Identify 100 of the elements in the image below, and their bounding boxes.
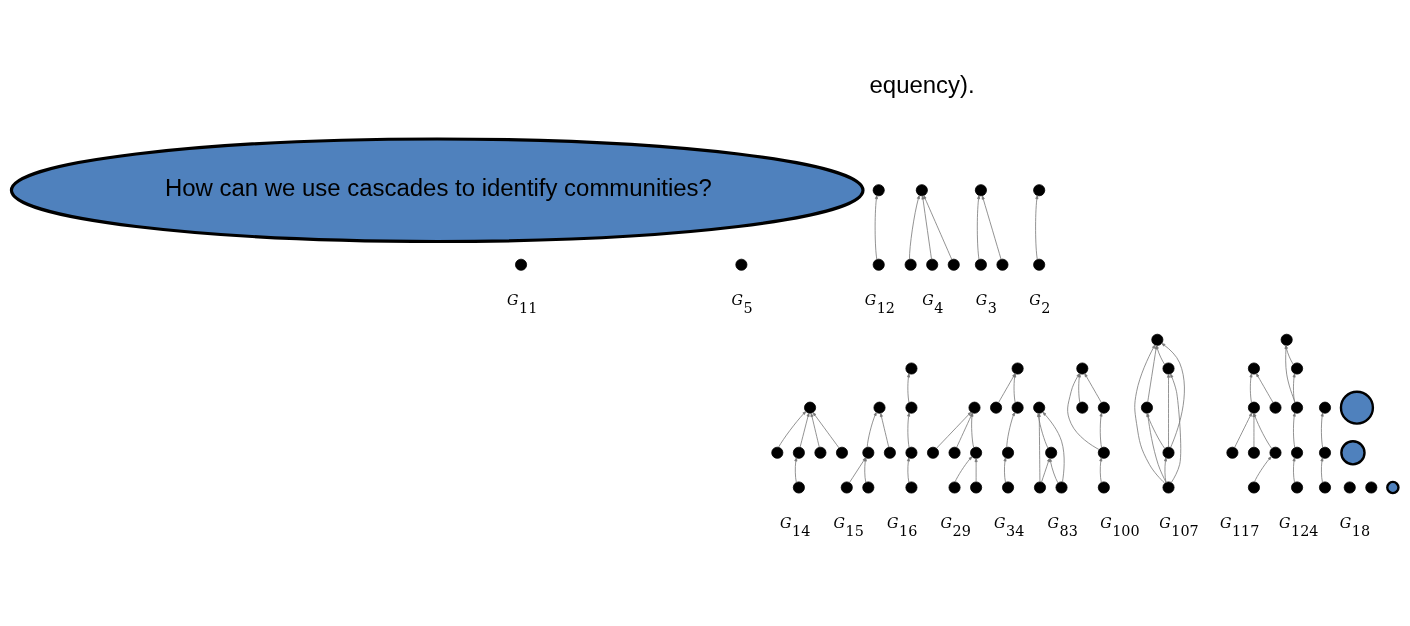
arrow <box>1099 412 1103 448</box>
arrow <box>906 456 910 483</box>
node-circle <box>883 446 896 459</box>
node-circle <box>974 258 987 271</box>
arrow <box>1254 455 1272 482</box>
node-circle <box>1386 480 1400 494</box>
arrow <box>954 455 973 482</box>
arrow <box>1003 456 1007 483</box>
arrow <box>1167 373 1171 447</box>
node-circle <box>915 183 928 196</box>
arrow <box>1035 194 1039 260</box>
node-ellipse: How can we use cascades to identify communities? <box>9 136 865 243</box>
arrow <box>1170 373 1182 483</box>
node-circle <box>771 446 784 459</box>
node-circle <box>1291 362 1304 374</box>
arrow <box>810 412 820 447</box>
arrow <box>1320 412 1324 448</box>
node-circle <box>996 258 1009 271</box>
node-circle <box>1247 362 1260 374</box>
node-circle <box>1291 446 1304 459</box>
node-circle <box>1340 439 1366 466</box>
node-circle <box>1033 183 1046 196</box>
arrow <box>879 412 890 447</box>
node-circle <box>862 481 875 493</box>
arrow <box>1146 412 1167 483</box>
node-circle <box>1162 446 1175 459</box>
node-circle <box>974 183 987 196</box>
arrow <box>874 194 878 260</box>
node-circle <box>1247 481 1260 493</box>
arrow <box>1292 412 1296 448</box>
node-circle <box>1365 481 1378 493</box>
node-circle <box>1319 481 1331 493</box>
arrow <box>778 410 807 447</box>
node-circle <box>872 183 885 196</box>
node-circle <box>1011 362 1024 374</box>
arrow <box>1084 372 1102 403</box>
arrow <box>866 411 877 447</box>
node-circle <box>947 258 960 271</box>
arrow <box>976 194 981 260</box>
node-circle <box>905 446 918 459</box>
node-circle <box>1140 401 1153 414</box>
arrow <box>1037 412 1041 482</box>
node-circle <box>872 258 885 271</box>
arrow <box>1249 372 1253 403</box>
node-circle <box>1002 446 1015 459</box>
node-circle <box>840 481 853 493</box>
arrow <box>923 194 953 260</box>
node-circle <box>1045 446 1058 459</box>
arrow <box>1037 412 1049 448</box>
node-circle <box>792 481 805 493</box>
node-circle <box>905 401 918 414</box>
node-circle <box>1162 362 1175 374</box>
label: equency). <box>869 70 975 98</box>
node-circle <box>1033 258 1046 271</box>
arrow <box>1163 456 1167 483</box>
node-circle <box>1291 481 1304 493</box>
node-circle <box>904 258 917 271</box>
arrow <box>921 195 932 260</box>
arrow <box>1320 456 1324 483</box>
node-circle <box>970 481 983 493</box>
node-circle <box>1319 446 1331 459</box>
node-circle <box>926 258 939 271</box>
node-circle <box>905 362 918 374</box>
arrow <box>1006 411 1015 448</box>
arrow <box>799 412 810 447</box>
arrow <box>1292 372 1296 403</box>
arrow <box>909 194 920 260</box>
node-circle <box>814 446 827 459</box>
node-circle <box>1280 333 1293 346</box>
node-circle <box>948 481 961 493</box>
node-circle <box>905 481 918 493</box>
node-circle <box>1269 401 1282 414</box>
arrow <box>812 411 840 448</box>
node-circle <box>515 258 528 271</box>
arrow <box>1146 412 1166 449</box>
arrow <box>1284 344 1296 403</box>
arrow <box>907 412 911 448</box>
node-circle <box>948 446 961 459</box>
node-circle <box>1097 481 1110 493</box>
arrow <box>981 195 1002 260</box>
node-circle <box>1097 401 1110 414</box>
node-circle <box>1097 446 1110 459</box>
arrow <box>794 456 798 483</box>
arrow <box>1099 456 1103 483</box>
node-circle <box>735 258 748 271</box>
arrow <box>1256 372 1274 403</box>
node-circle <box>1162 481 1175 493</box>
arrow <box>1042 411 1065 482</box>
node-circle <box>927 446 939 459</box>
arrow <box>1292 456 1296 483</box>
node-circle <box>836 446 848 459</box>
arrow <box>1234 412 1253 448</box>
node-circle <box>990 401 1003 414</box>
arrow <box>907 372 910 403</box>
arrow <box>974 457 978 482</box>
node-circle <box>1226 446 1239 459</box>
node-circle <box>1002 481 1015 493</box>
arrow <box>1284 344 1294 365</box>
node-circle <box>792 446 805 459</box>
node-circle <box>1291 401 1304 414</box>
